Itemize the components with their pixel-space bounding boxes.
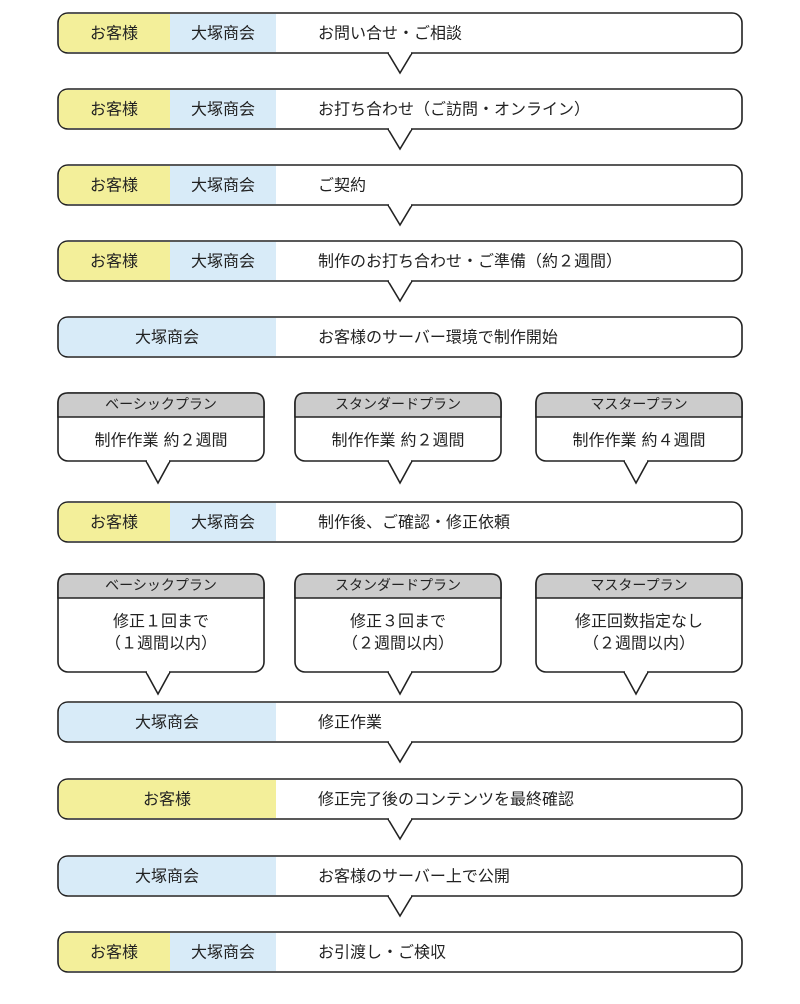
plan-text: 制作作業 約４週間 — [572, 431, 705, 450]
role-label-client: お客様 — [90, 513, 138, 532]
arrow-down — [387, 128, 413, 151]
step: 大塚商会 お客様のサーバー環境で制作開始 — [57, 316, 743, 358]
plan-name: スタンダードプラン — [335, 397, 461, 413]
step-text: お打ち合わせ（ご訪問・オンライン） — [318, 100, 590, 119]
arrow-down — [145, 460, 171, 485]
role-label-company: 大塚商会 — [191, 176, 255, 195]
role-label-client: お客様 — [90, 100, 138, 119]
plan-text: 修正回数指定なし — [575, 612, 703, 631]
role-tag-company — [59, 318, 276, 356]
arrow-down — [623, 460, 649, 485]
plan-name: ベーシックプラン — [105, 397, 217, 413]
role-tag-company — [170, 503, 276, 541]
step-text: 制作のお打ち合わせ・ご準備（約２週間） — [318, 252, 622, 271]
arrow-down — [145, 671, 171, 696]
plan-header — [535, 573, 743, 599]
step: 大塚商会 修正作業 — [57, 701, 743, 764]
role-label-company: 大塚商会 — [135, 867, 199, 886]
plan-name: マスタープラン — [590, 397, 687, 413]
role-label-company: 大塚商会 — [191, 24, 255, 43]
role-label-client: お客様 — [90, 176, 138, 195]
role-tag-client — [59, 90, 170, 128]
role-tag-client — [59, 242, 170, 280]
arrow-down — [387, 280, 413, 303]
plan-text: 制作作業 約２週間 — [94, 431, 227, 450]
plan-name: マスタープラン — [590, 578, 687, 594]
step-text: 修正作業 — [318, 713, 382, 732]
arrow-down — [387, 204, 413, 227]
step: お客様 大塚商会 制作のお打ち合わせ・ご準備（約２週間） — [57, 240, 743, 303]
plan-header — [294, 573, 502, 599]
role-label-client: お客様 — [90, 943, 138, 962]
step: お客様 大塚商会 お打ち合わせ（ご訪問・オンライン） — [57, 88, 743, 151]
role-label-company: 大塚商会 — [135, 328, 199, 347]
step-text: ご契約 — [318, 176, 366, 195]
role-tag-company — [170, 14, 276, 52]
plan-header — [535, 392, 743, 418]
plan-text: 修正３回まで — [350, 612, 446, 631]
arrow-down — [387, 895, 413, 918]
step: お客様 修正完了後のコンテンツを最終確認 — [57, 778, 743, 841]
role-label-company: 大塚商会 — [191, 100, 255, 119]
plan-text: 修正１回まで — [113, 612, 209, 631]
role-tag-company — [59, 703, 276, 741]
arrow-down — [387, 671, 413, 696]
arrow-down — [387, 741, 413, 764]
role-label-company: 大塚商会 — [135, 713, 199, 732]
role-tag-company — [170, 90, 276, 128]
role-tag-client — [59, 14, 170, 52]
plan-header — [294, 392, 502, 418]
step-text: お客様のサーバー環境で制作開始 — [318, 328, 558, 347]
role-tag-client — [59, 780, 276, 818]
role-label-client: お客様 — [90, 252, 138, 271]
plan-text: 制作作業 約２週間 — [331, 431, 464, 450]
step: お客様 大塚商会 お引渡し・ご検収 — [57, 931, 743, 973]
role-label-company: 大塚商会 — [191, 513, 255, 532]
step: 大塚商会 お客様のサーバー上で公開 — [57, 855, 743, 918]
role-label-company: 大塚商会 — [191, 943, 255, 962]
arrow-down — [623, 671, 649, 696]
step-text: お問い合せ・ご相談 — [318, 24, 462, 43]
step-text: お引渡し・ご検収 — [318, 943, 446, 962]
plan-header — [57, 573, 265, 599]
plan-header — [57, 392, 265, 418]
role-label-client: お客様 — [90, 24, 138, 43]
role-tag-client — [59, 933, 170, 971]
step-text: お客様のサーバー上で公開 — [318, 867, 510, 886]
arrow-down — [387, 460, 413, 485]
role-label-client: お客様 — [143, 790, 191, 809]
role-tag-client — [59, 503, 170, 541]
arrow-down — [387, 818, 413, 841]
role-tag-company — [170, 933, 276, 971]
role-tag-client — [59, 166, 170, 204]
plan-text: （１週間以内） — [105, 634, 217, 653]
step-text: 修正完了後のコンテンツを最終確認 — [318, 790, 574, 809]
plan-text: （２週間以内） — [583, 634, 695, 653]
step: お客様 大塚商会 制作後、ご確認・修正依頼 — [57, 501, 743, 543]
step: お客様 大塚商会 お問い合せ・ご相談 — [57, 12, 743, 75]
plan-name: ベーシックプラン — [105, 578, 217, 594]
arrow-down — [387, 52, 413, 75]
role-label-company: 大塚商会 — [191, 252, 255, 271]
step-text: 制作後、ご確認・修正依頼 — [318, 513, 510, 532]
role-tag-company — [170, 166, 276, 204]
plan-text: （２週間以内） — [342, 634, 454, 653]
plan-name: スタンダードプラン — [335, 578, 461, 594]
role-tag-company — [170, 242, 276, 280]
role-tag-company — [59, 857, 276, 895]
step: お客様 大塚商会 ご契約 — [57, 164, 743, 227]
